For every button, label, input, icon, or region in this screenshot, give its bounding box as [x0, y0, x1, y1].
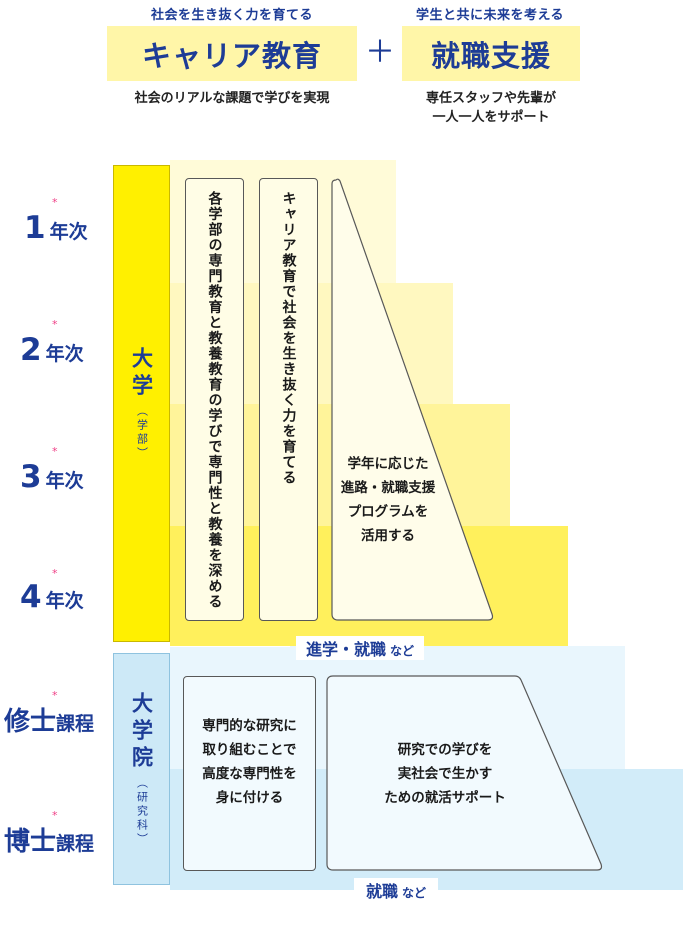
graduate-outcome-label: 就職など — [354, 878, 439, 902]
graduate-pillar: 大学院 （研究科） — [113, 653, 170, 885]
graduate-job-support-text: 研究での学びを 実社会で生かす ための就活サポート — [352, 738, 538, 810]
year-4-number: 4 — [20, 579, 42, 615]
doctoral-star: * — [52, 809, 58, 822]
undergrad-outcome-label: 進学・就職など — [296, 636, 425, 660]
support-program-line-3: プログラムを — [347, 504, 429, 520]
graduate-job-support-shape — [326, 675, 603, 871]
undergrad-pillar: 大学 （学部） — [113, 165, 170, 642]
support-program-shape — [331, 178, 494, 621]
doctoral-label: 博士 課程 — [4, 821, 94, 858]
year-4-unit: 年次 — [45, 590, 84, 612]
career-education-title: キャリア教育 — [141, 38, 322, 73]
career-education-kicker: 社会を生き抜く力を育てる — [150, 8, 313, 23]
undergrad-outcome-main: 進学・就職 — [306, 640, 387, 659]
year-4-label: 4 年次 — [20, 579, 84, 615]
graduate-outcome-small: など — [402, 886, 427, 900]
job-support-title-box: 就職支援 — [402, 26, 580, 81]
job-support-title: 就職支援 — [430, 38, 551, 73]
advanced-research-line-2: 取り組むことで — [202, 741, 297, 758]
advanced-research-line-4: 身に付ける — [215, 789, 284, 806]
year-2-unit: 年次 — [45, 343, 84, 365]
graduate-title: 大学院 — [129, 691, 154, 773]
plus-sign: ＋ — [365, 35, 395, 70]
graduate-job-support-line-3: ための就活サポート — [384, 790, 506, 806]
career-education-title-box: キャリア教育 — [107, 26, 357, 81]
year-3-number: 3 — [20, 459, 42, 495]
advanced-research-box: 専門的な研究に 取り組むことで 高度な専門性を 身に付ける — [183, 676, 316, 871]
advanced-research-line-1: 専門的な研究に — [202, 717, 297, 734]
year-1-number: 1 — [24, 210, 46, 246]
doctoral-unit: 課程 — [56, 833, 95, 855]
undergrad-outcome-line-left — [170, 646, 290, 647]
job-support-caption: 専任スタッフや先輩が 一人一人をサポート — [392, 89, 590, 127]
job-support-caption-line-1: 専任スタッフや先輩が — [425, 91, 556, 106]
support-program-text: 学年に応じた 進路・就職支援 プログラムを 活用する — [332, 452, 444, 548]
advanced-research-line-3: 高度な専門性を — [202, 765, 297, 782]
graduate-job-support-line-1: 研究での学びを — [397, 742, 493, 758]
specialized-education-box: 各学部の専門教育と教養教育の学びで専門性と教養を深める — [185, 178, 244, 621]
support-program-line-4: 活用する — [361, 528, 415, 544]
job-support-caption-line-2: 一人一人をサポート — [432, 110, 550, 125]
masters-unit: 課程 — [56, 713, 95, 735]
year-1-unit: 年次 — [49, 221, 88, 243]
year-3-unit: 年次 — [45, 470, 84, 492]
undergrad-subtitle: （学部） — [135, 404, 149, 461]
year-1-star: * — [52, 196, 58, 209]
graduate-outcome-main: 就職 — [366, 882, 399, 901]
undergrad-title: 大学 — [129, 346, 154, 401]
masters-star: * — [52, 689, 58, 702]
year-3-star: * — [52, 445, 58, 458]
support-program-line-2: 進路・就職支援 — [340, 480, 436, 496]
year-2-number: 2 — [20, 332, 42, 368]
career-education-caption: 社会のリアルな課題で学びを実現 — [134, 91, 330, 106]
masters-label: 修士 課程 — [4, 701, 94, 738]
doctoral-name: 博士 — [4, 827, 57, 857]
year-2-star: * — [52, 318, 58, 331]
year-2-label: 2 年次 — [20, 332, 84, 368]
career-education-column-text: キャリア教育で社会を生き抜く力を育てる — [280, 191, 297, 486]
undergrad-outcome-small: など — [390, 644, 415, 658]
year-1-label: 1 年次 — [24, 210, 88, 246]
job-support-kicker: 学生と共に未来を考える — [415, 8, 565, 23]
career-education-column-box: キャリア教育で社会を生き抜く力を育てる — [259, 178, 318, 621]
graduate-subtitle: （研究科） — [135, 776, 149, 847]
specialized-education-text: 各学部の専門教育と教養教育の学びで専門性と教養を深める — [206, 191, 223, 610]
advanced-research-text: 専門的な研究に 取り組むことで 高度な専門性を 身に付ける — [202, 714, 297, 810]
graduate-job-support-line-2: 実社会で生かす — [397, 766, 493, 782]
masters-name: 修士 — [4, 707, 57, 737]
year-4-star: * — [52, 567, 58, 580]
year-3-label: 3 年次 — [20, 459, 84, 495]
support-program-line-1: 学年に応じた — [347, 456, 429, 472]
